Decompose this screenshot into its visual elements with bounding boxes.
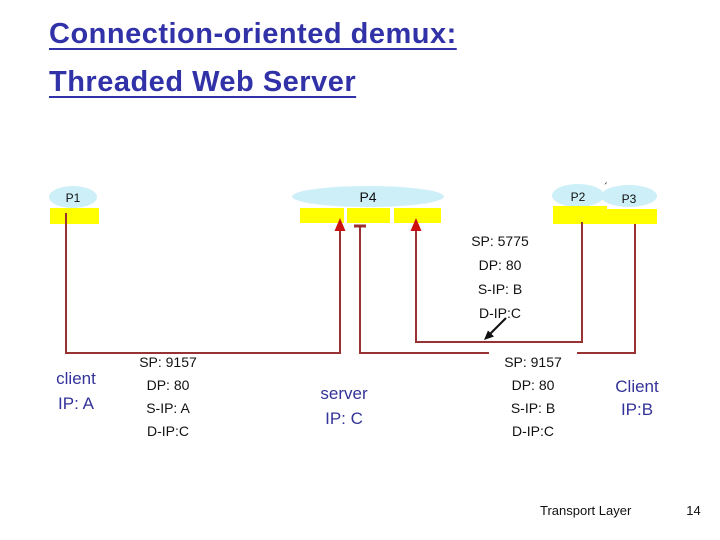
packet-block-client-b: SP: 9157 DP: 80 S-IP: B D-IP:C (488, 351, 578, 443)
footer-page-number: 14 (686, 503, 701, 518)
process-p2-label: P2 (570, 190, 586, 204)
process-p3-ellipse (601, 185, 657, 207)
slide-title: Connection-oriented demux: Threaded Web … (49, 10, 457, 106)
p3-socket (600, 209, 657, 224)
packet-p2-sp: SP: 5775 (471, 233, 529, 249)
host-server-c-line2: IP: C (325, 409, 363, 428)
host-label-server-c: server IP: C (301, 381, 387, 431)
host-label-client-b: Client IP:B (594, 375, 680, 421)
host-label-client-a: client IP: A (34, 366, 118, 416)
process-p2-ellipse (552, 184, 604, 207)
packet-block-p2: SP: 5775 DP: 80 S-IP: B D-IP:C (445, 229, 555, 325)
host-client-a-line1: client (56, 369, 96, 388)
host-client-b-line1: Client (615, 377, 659, 396)
slide-title-line2: Threaded Web Server (49, 58, 457, 106)
slide-title-text2: Threaded Web Server (49, 66, 357, 98)
stray-tick-mark: ´ (604, 180, 609, 195)
slide-title-line1: Connection-oriented demux: (49, 10, 457, 58)
packet-a-dp: DP: 80 (146, 377, 190, 393)
packet-a-sp: SP: 9157 (139, 354, 197, 370)
packet-block-client-a: SP: 9157 DP: 80 S-IP: A D-IP:C (123, 351, 213, 443)
slide-title-text1: Connection-oriented demux: (49, 18, 457, 50)
annotation-arrowhead-icon (484, 330, 494, 340)
process-p3-label: P3 (621, 192, 637, 206)
packet-p2-sip: S-IP: B (477, 281, 523, 297)
packet-p2-dp: DP: 80 (478, 257, 522, 273)
packet-b-dip: D-IP:C (512, 423, 554, 439)
packet-a-sip: S-IP: A (146, 400, 190, 416)
packet-p2-dip: D-IP:C (479, 305, 521, 321)
connection-line-p1-to-p4 (65, 213, 341, 354)
p2-socket (553, 206, 607, 224)
p1-socket (50, 208, 99, 224)
host-server-c-line1: server (320, 384, 368, 403)
process-p4-label: P4 (359, 189, 377, 205)
process-p4-ellipse (292, 186, 444, 207)
host-client-a-line2: IP: A (58, 394, 94, 413)
packet-b-dp: DP: 80 (511, 377, 555, 393)
packet-b-sip: S-IP: B (510, 400, 556, 416)
slide-footer: Transport Layer 14 (540, 503, 701, 518)
packet-a-dip: D-IP:C (147, 423, 189, 439)
host-client-b-line2: IP:B (620, 400, 654, 419)
connection-line-p4-to-p3-right-segment (577, 224, 636, 354)
p4-socket-3 (394, 208, 441, 223)
process-p1-label: P1 (65, 191, 81, 205)
p4-socket-2 (347, 208, 390, 223)
p4-socket-1 (300, 208, 344, 223)
process-p1-ellipse (49, 186, 97, 208)
footer-section-label: Transport Layer (540, 503, 632, 518)
packet-b-sp: SP: 9157 (504, 354, 562, 370)
